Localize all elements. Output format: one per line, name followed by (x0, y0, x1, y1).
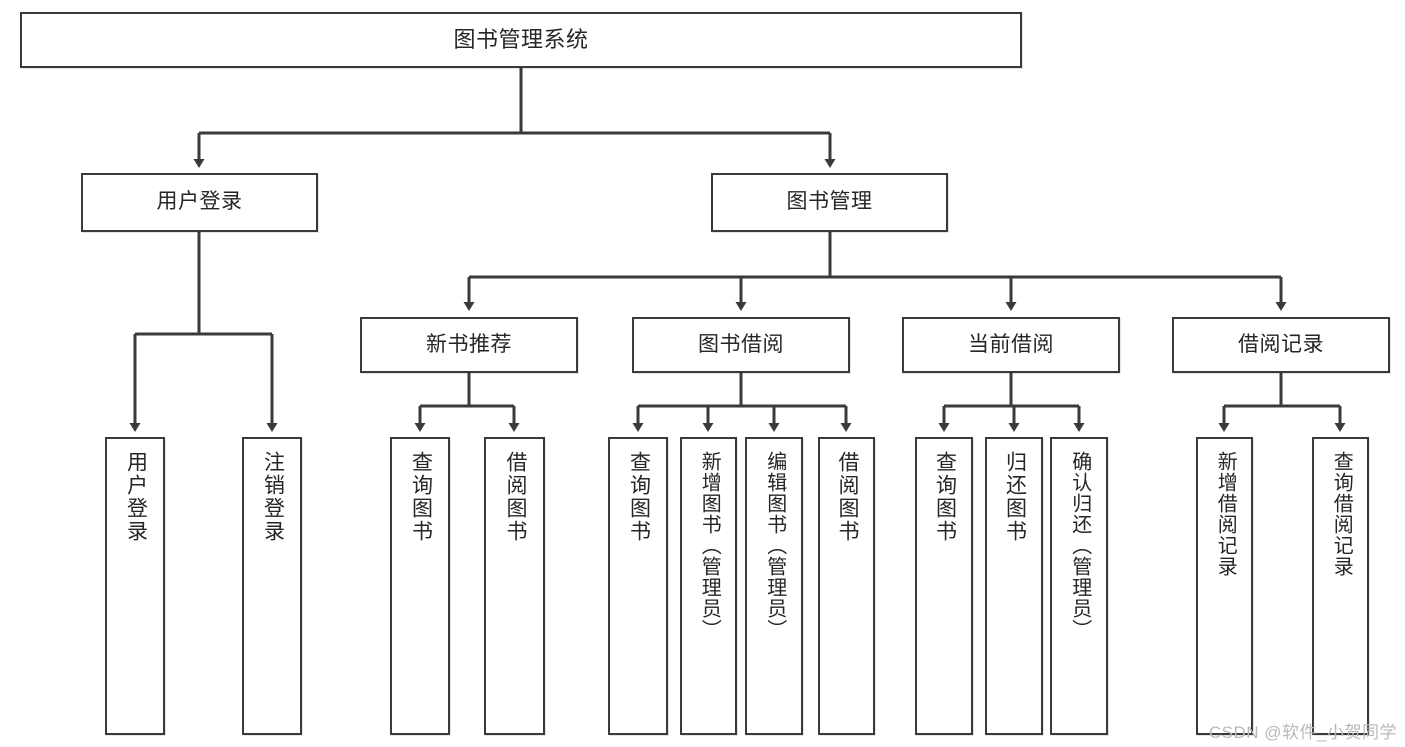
node-leaf-query-book-3[interactable]: 查询图书 (915, 437, 973, 735)
node-leaf-query-record-label: 查询借阅记录 (1330, 451, 1353, 577)
node-leaf-add-record[interactable]: 新增借阅记录 (1196, 437, 1253, 735)
node-leaf-logout-label: 注销登录 (261, 451, 285, 543)
node-leaf-confirm-return-label: 确认归还（管理员） (1068, 451, 1091, 640)
csdn-watermark: CSDN @软件_小贺同学 (1208, 723, 1397, 742)
node-leaf-user-login-label: 用户登录 (124, 451, 148, 543)
node-new-book-recommend[interactable]: 新书推荐 (360, 317, 578, 373)
node-leaf-borrow-book-2-label: 借阅图书 (835, 451, 859, 543)
node-root-label: 图书管理系统 (453, 27, 589, 53)
node-leaf-user-login[interactable]: 用户登录 (105, 437, 165, 735)
node-root[interactable]: 图书管理系统 (20, 12, 1022, 68)
node-leaf-query-record[interactable]: 查询借阅记录 (1312, 437, 1369, 735)
node-leaf-return-book[interactable]: 归还图书 (985, 437, 1043, 735)
node-leaf-confirm-return[interactable]: 确认归还（管理员） (1050, 437, 1108, 735)
node-borrow-records[interactable]: 借阅记录 (1172, 317, 1390, 373)
node-new-book-recommend-label: 新书推荐 (426, 332, 512, 356)
node-leaf-query-book-1-label: 查询图书 (409, 451, 433, 543)
node-leaf-query-book-3-label: 查询图书 (933, 451, 957, 543)
node-leaf-query-book-1[interactable]: 查询图书 (390, 437, 450, 735)
node-leaf-edit-book-label: 编辑图书（管理员） (763, 451, 786, 640)
node-book-borrow[interactable]: 图书借阅 (632, 317, 850, 373)
node-book-management[interactable]: 图书管理 (711, 173, 948, 232)
node-leaf-query-book-2[interactable]: 查询图书 (608, 437, 668, 735)
node-leaf-logout[interactable]: 注销登录 (242, 437, 302, 735)
node-current-borrow-label: 当前借阅 (968, 332, 1054, 356)
node-leaf-query-book-2-label: 查询图书 (627, 451, 651, 543)
node-user-login-label: 用户登录 (156, 190, 243, 214)
node-current-borrow[interactable]: 当前借阅 (902, 317, 1120, 373)
node-leaf-edit-book[interactable]: 编辑图书（管理员） (745, 437, 803, 735)
node-borrow-records-label: 借阅记录 (1238, 332, 1324, 356)
node-user-login[interactable]: 用户登录 (81, 173, 318, 232)
node-leaf-borrow-book-1[interactable]: 借阅图书 (484, 437, 545, 735)
node-leaf-borrow-book-1-label: 借阅图书 (503, 451, 527, 543)
node-leaf-add-record-label: 新增借阅记录 (1214, 451, 1237, 577)
node-leaf-borrow-book-2[interactable]: 借阅图书 (818, 437, 875, 735)
node-leaf-return-book-label: 归还图书 (1003, 451, 1027, 543)
node-book-management-label: 图书管理 (786, 190, 873, 214)
node-leaf-add-book-label: 新增图书（管理员） (698, 451, 721, 640)
node-book-borrow-label: 图书借阅 (698, 332, 784, 356)
node-leaf-add-book[interactable]: 新增图书（管理员） (680, 437, 737, 735)
